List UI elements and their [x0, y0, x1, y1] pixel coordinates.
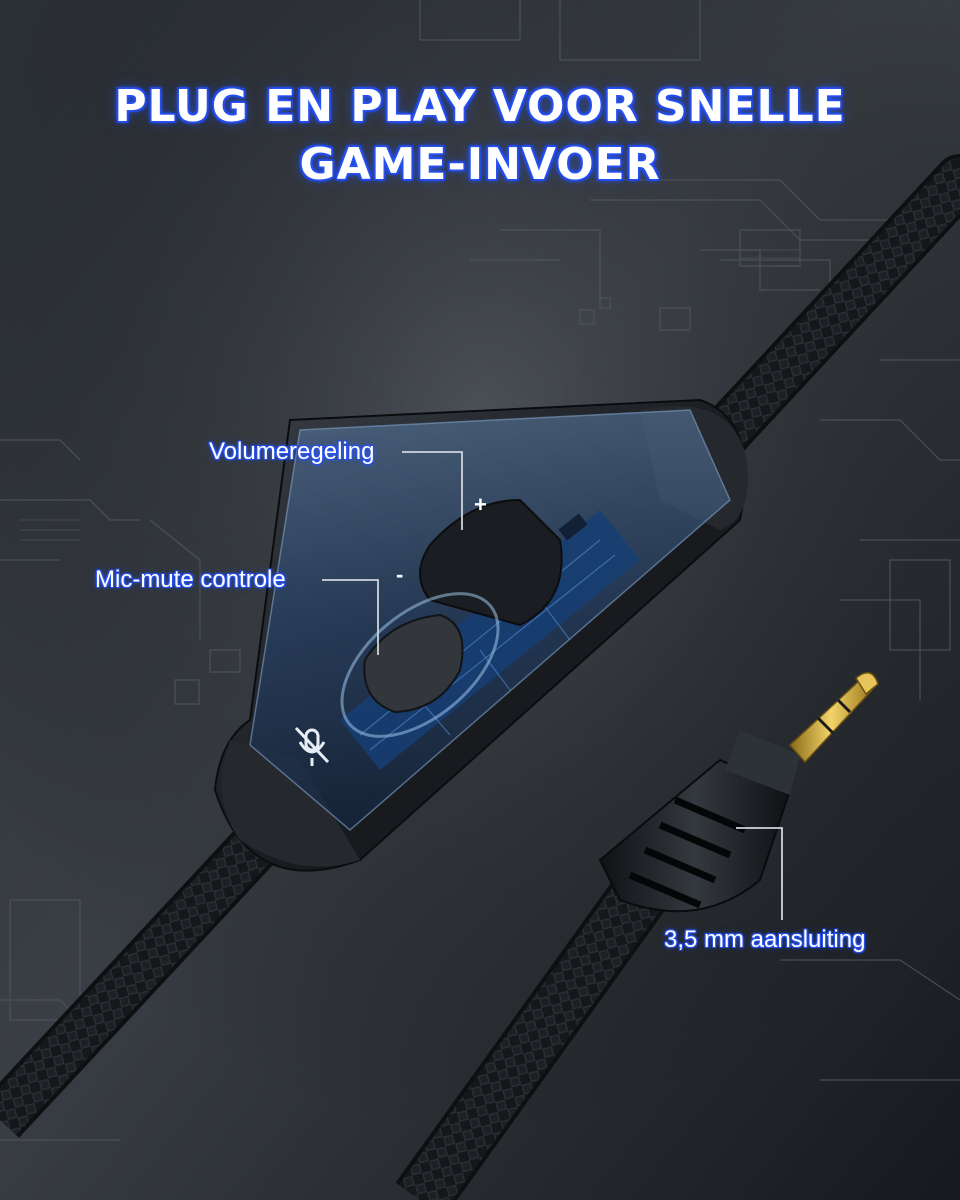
callout-audio-jack: 3,5 mm aansluiting: [664, 926, 866, 953]
volume-plus-symbol: +: [474, 492, 487, 517]
callout-leader-lines: [322, 451, 783, 920]
callout-volume-control: Volumeregeling: [209, 438, 375, 465]
volume-minus-symbol: -: [396, 562, 403, 587]
headline-line-1: PLUG EN PLAY VOOR SNELLE: [114, 81, 846, 132]
inline-controller: + -: [213, 398, 749, 872]
headline: PLUG EN PLAY VOOR SNELLE GAME-INVOER: [0, 78, 960, 194]
microphone-muted-icon: [294, 726, 330, 766]
callout-mic-mute: Mic-mute controle: [95, 566, 286, 593]
audio-jack-plug: [598, 672, 879, 913]
mute-slider: [363, 613, 464, 714]
headline-line-2: GAME-INVOER: [299, 139, 661, 190]
